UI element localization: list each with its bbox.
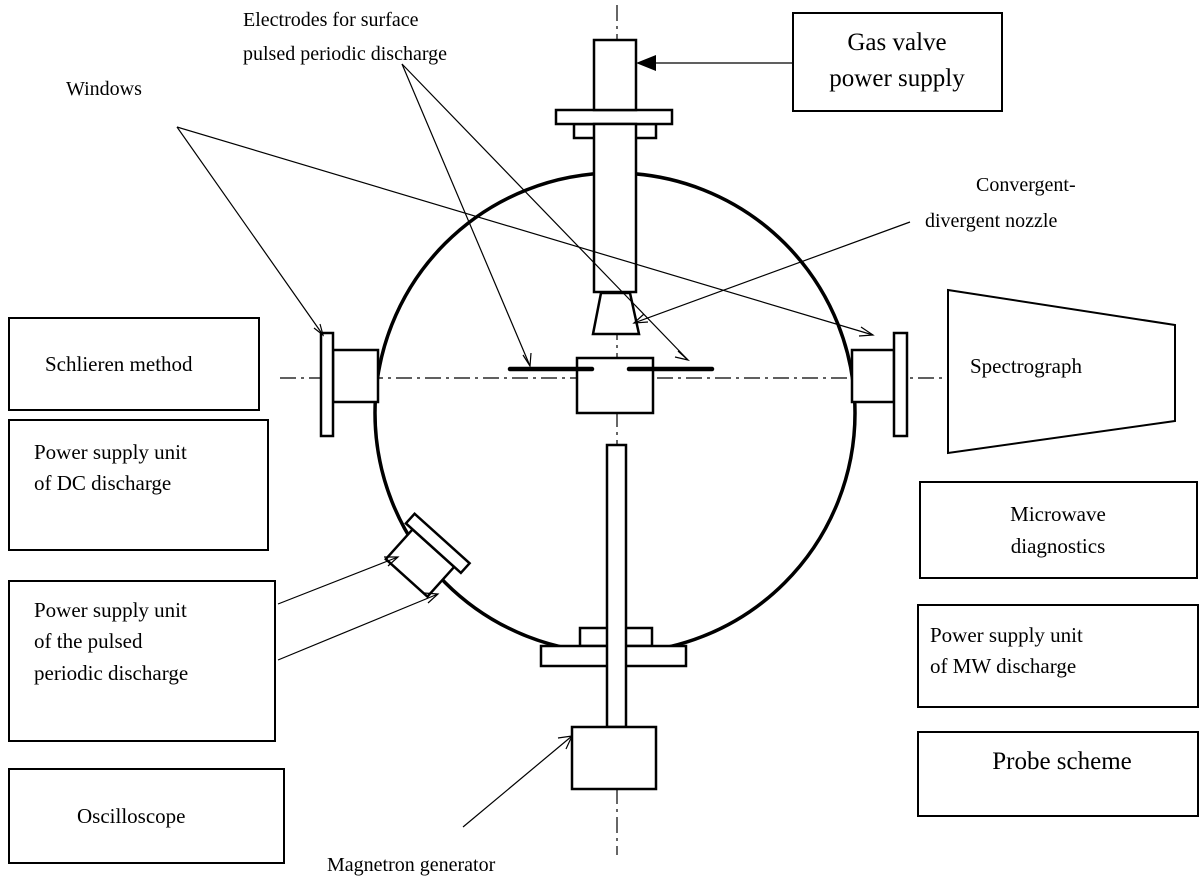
- electrodes-label-line1: Electrodes for surface: [243, 9, 419, 31]
- right-window-flange: [892, 331, 909, 438]
- schlieren-box: [8, 317, 260, 411]
- right-window-neck: [850, 348, 896, 404]
- oscilloscope-label: Oscilloscope: [77, 804, 185, 828]
- dc-supply-box: [8, 419, 269, 551]
- pulsed-pointer-lower: [277, 593, 439, 661]
- magnetron-pointer: [462, 735, 573, 828]
- microwave-diagnostics-label-line2: diagnostics: [1011, 534, 1106, 558]
- spectrograph-shape: [947, 288, 1176, 455]
- gas-valve-label-line2: power supply: [829, 65, 965, 92]
- top-port: [554, 38, 674, 336]
- microwave-diagnostics-box: [919, 481, 1198, 579]
- electrodes-right-arrowhead: [674, 350, 691, 362]
- gas-valve-tube-upper: [592, 38, 638, 112]
- gas-valve-arrowhead: [636, 55, 656, 71]
- magnetron-generator: [570, 725, 658, 791]
- pulsed-pointer-upper: [277, 556, 399, 605]
- left-window-neck: [331, 348, 380, 404]
- dc-supply-label-line1: Power supply unit: [34, 440, 187, 464]
- left-window: [319, 331, 380, 438]
- pulsed-discharge-port: [384, 511, 472, 599]
- nozzle-label-line1: Convergent-: [976, 174, 1076, 196]
- mw-supply-box: [917, 604, 1199, 708]
- magnetron-arrowhead: [557, 735, 574, 750]
- mw-supply-label-line1: Power supply unit: [930, 623, 1083, 647]
- surface-electrodes: [507, 356, 715, 415]
- equipment-boxes: [8, 12, 1199, 864]
- gas-valve-box: [792, 12, 1003, 112]
- pulsed-supply-label-line3: periodic discharge: [34, 661, 188, 685]
- oscilloscope-box: [8, 768, 285, 864]
- bottom-port: [539, 443, 688, 791]
- pulsed-supply-label-line1: Power supply unit: [34, 598, 187, 622]
- convergent-divergent-nozzle: [591, 291, 641, 336]
- windows-pointer-left: [176, 126, 324, 336]
- electrodes-left-arrowhead: [522, 352, 532, 368]
- windows-pointer-right: [176, 126, 874, 336]
- mw-supply-label-line2: of MW discharge: [930, 654, 1076, 678]
- magnetron-label: Magnetron generator: [327, 854, 496, 876]
- schlieren-label: Schlieren method: [45, 352, 193, 376]
- microwave-diagnostics-label-line1: Microwave: [1010, 502, 1106, 526]
- pulsed-supply-label-line2: of the pulsed: [34, 629, 143, 653]
- annotation-pointers: [176, 62, 911, 828]
- right-window: [850, 331, 909, 438]
- pointer-arrowheads: [313, 313, 875, 750]
- diagonal-port-flange: [404, 511, 472, 575]
- probe-scheme-label: Probe scheme: [992, 748, 1132, 775]
- nozzle-label-line2: divergent nozzle: [925, 210, 1057, 232]
- magnetron-waveguide: [605, 443, 628, 729]
- windows-left-arrowhead: [313, 323, 325, 337]
- pulsed-upper-arrowhead: [384, 556, 400, 567]
- windows-right-arrowhead: [858, 326, 875, 337]
- gas-valve-label-line1: Gas valve: [847, 29, 946, 56]
- electrodes-pointer-right: [401, 63, 689, 361]
- electrode-holder: [575, 356, 655, 415]
- nozzle-pointer: [633, 221, 911, 324]
- windows-label: Windows: [66, 78, 142, 100]
- gas-valve-tube-lower: [592, 122, 638, 294]
- probe-scheme-box: [917, 731, 1199, 817]
- pulsed-supply-box: [8, 580, 276, 742]
- electrodes-pointer-left: [401, 63, 531, 367]
- dc-supply-label-line2: of DC discharge: [34, 471, 171, 495]
- top-port-flange: [554, 108, 674, 126]
- left-window-flange: [319, 331, 335, 438]
- pulsed-lower-arrowhead: [423, 592, 440, 604]
- electrodes-label-line2: pulsed periodic discharge: [243, 43, 447, 65]
- spectrograph-label: Spectrograph: [970, 354, 1082, 378]
- nozzle-arrowhead: [632, 313, 649, 324]
